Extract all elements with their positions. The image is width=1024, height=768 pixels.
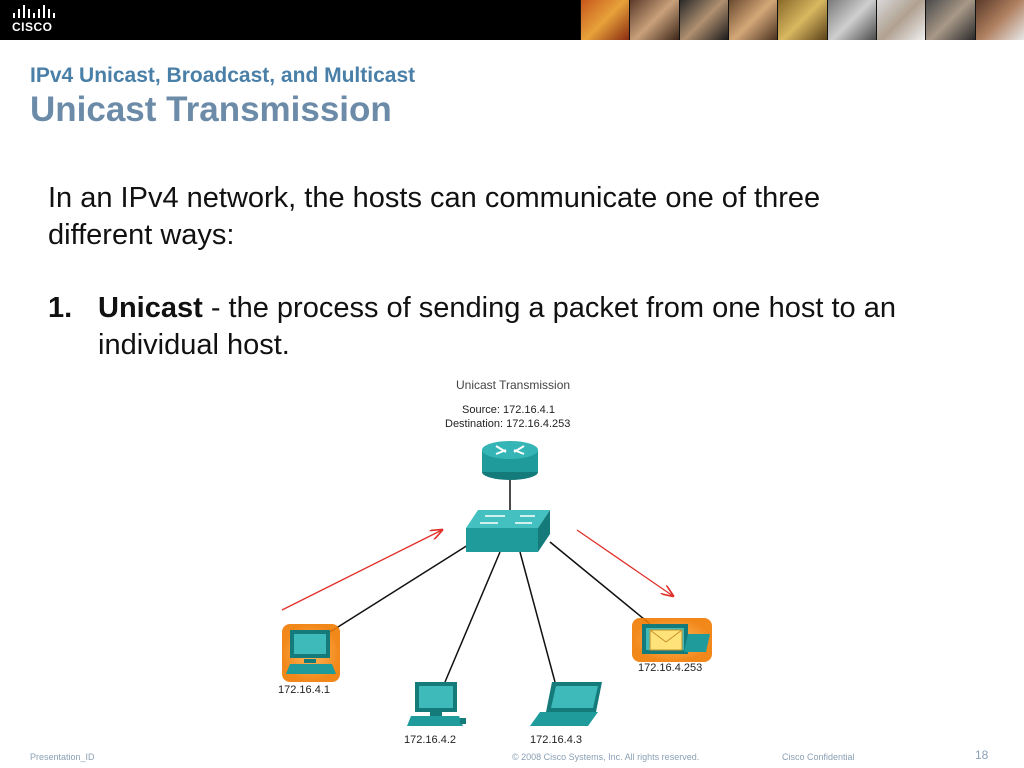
banner-photo bbox=[777, 0, 827, 40]
footer-copyright: © 2008 Cisco Systems, Inc. All rights re… bbox=[512, 752, 700, 762]
slide-subtitle: IPv4 Unicast, Broadcast, and Multicast bbox=[30, 64, 416, 87]
banner-photo bbox=[678, 0, 728, 40]
host-4-address: 172.16.4.253 bbox=[638, 662, 703, 674]
network-links bbox=[329, 478, 651, 683]
diagram-source: Source: 172.16.4.1 bbox=[462, 404, 555, 416]
banner-photo bbox=[875, 0, 926, 40]
router-icon bbox=[482, 441, 538, 480]
banner-photo bbox=[826, 0, 876, 40]
host-2-computer-icon bbox=[407, 682, 466, 726]
list-item-term: Unicast bbox=[98, 292, 203, 324]
footer-presentation-id: Presentation_ID bbox=[30, 752, 95, 762]
banner-photo bbox=[629, 0, 679, 40]
banner-photo-strip bbox=[580, 0, 1024, 40]
arrow-to-switch bbox=[281, 530, 442, 611]
diagram-title: Unicast Transmission bbox=[456, 378, 571, 392]
list-item-description: - the process of sending a packet from o… bbox=[98, 292, 896, 361]
list-item-text: Unicast - the process of sending a packe… bbox=[98, 290, 918, 364]
switch-icon bbox=[466, 510, 550, 552]
host-3-address: 172.16.4.3 bbox=[530, 734, 582, 746]
packet-envelope-icon bbox=[649, 629, 683, 651]
diagram-destination: Destination: 172.16.4.253 bbox=[445, 418, 571, 430]
intro-paragraph: In an IPv4 network, the hosts can commun… bbox=[48, 182, 821, 251]
host-1-address: 172.16.4.1 bbox=[278, 684, 330, 696]
unicast-diagram: Unicast Transmission Source: 172.16.4.1 … bbox=[270, 370, 750, 750]
host-3-laptop-icon bbox=[530, 682, 602, 726]
footer-confidential: Cisco Confidential bbox=[782, 752, 855, 762]
cisco-logo: CISCO bbox=[12, 5, 62, 35]
link-switch-host1 bbox=[329, 544, 469, 633]
header-banner: CISCO bbox=[0, 0, 1024, 40]
banner-photo bbox=[580, 0, 630, 40]
slide-title: Unicast Transmission bbox=[30, 90, 392, 129]
host-2-address: 172.16.4.2 bbox=[404, 734, 456, 746]
list-item-number: 1. bbox=[48, 292, 73, 324]
banner-photo bbox=[727, 0, 778, 40]
banner-photo bbox=[925, 0, 975, 40]
banner-photo bbox=[974, 0, 1024, 40]
network-topology bbox=[281, 441, 712, 726]
link-switch-host3 bbox=[519, 551, 556, 683]
arrow-to-destination bbox=[576, 529, 673, 596]
link-switch-host2 bbox=[444, 551, 501, 683]
page-number: 18 bbox=[975, 748, 989, 762]
cisco-logo-text: CISCO bbox=[12, 20, 53, 34]
host-1-computer-icon bbox=[282, 624, 340, 682]
link-switch-host4 bbox=[549, 541, 651, 625]
cisco-bars-icon bbox=[13, 5, 55, 18]
